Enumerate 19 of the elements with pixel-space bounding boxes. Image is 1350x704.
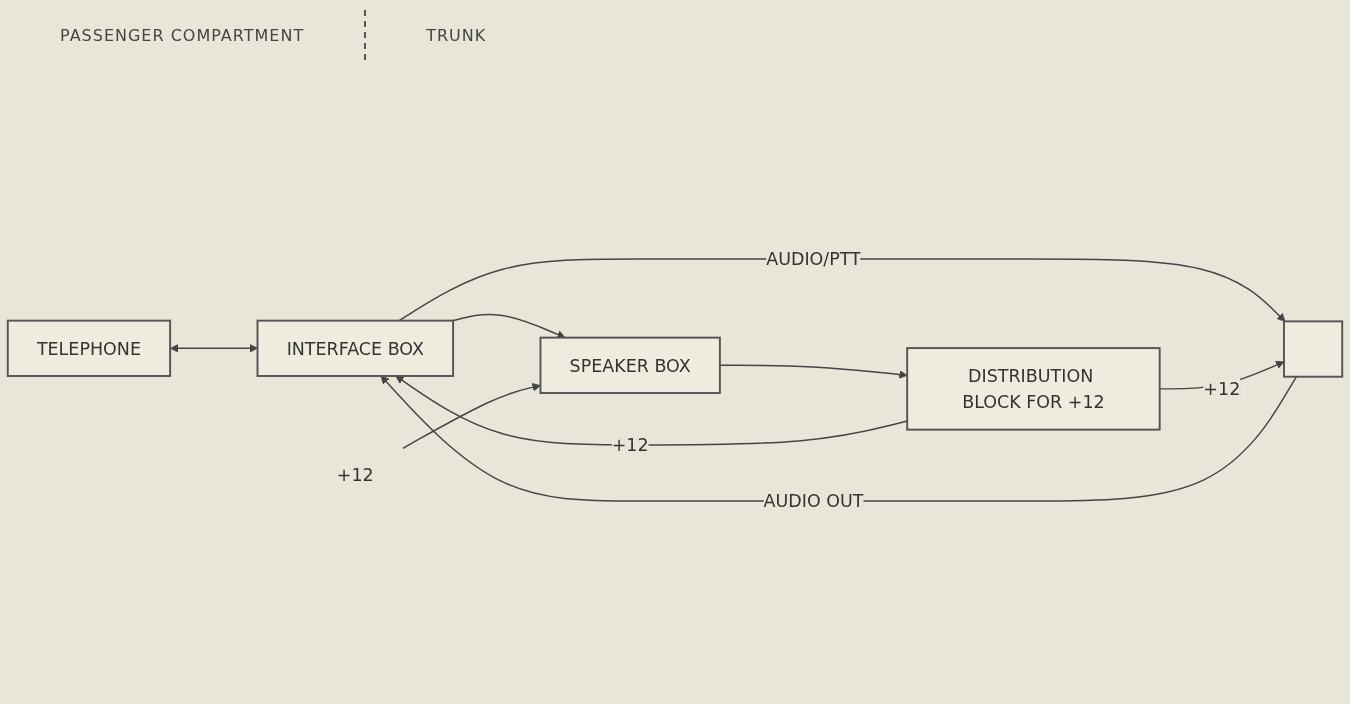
node-box: [1283, 320, 1344, 378]
arrow: [719, 364, 908, 379]
arrow: [398, 258, 1286, 322]
arrow: [380, 375, 1298, 502]
arrow: [170, 344, 258, 353]
node-text: +12: [336, 464, 374, 486]
node-box: DISTRIBUTION BLOCK FOR +12: [906, 347, 1161, 431]
node-box: SPEAKER BOX: [539, 336, 721, 394]
edge-label: AUDIO/PTT: [766, 248, 861, 270]
area-label: PASSENGER COMPARTMENT: [60, 25, 305, 45]
node-box: TELEPHONE: [6, 319, 172, 377]
node-box: INTERFACE BOX: [256, 319, 455, 377]
arrow: [402, 383, 541, 449]
edge-label: +12: [611, 434, 649, 456]
edge-label: AUDIO OUT: [763, 490, 864, 512]
arrow: [395, 375, 908, 446]
area-label: TRUNK: [426, 25, 487, 45]
arrow: [452, 313, 566, 339]
edge-label: +12: [1203, 378, 1241, 400]
